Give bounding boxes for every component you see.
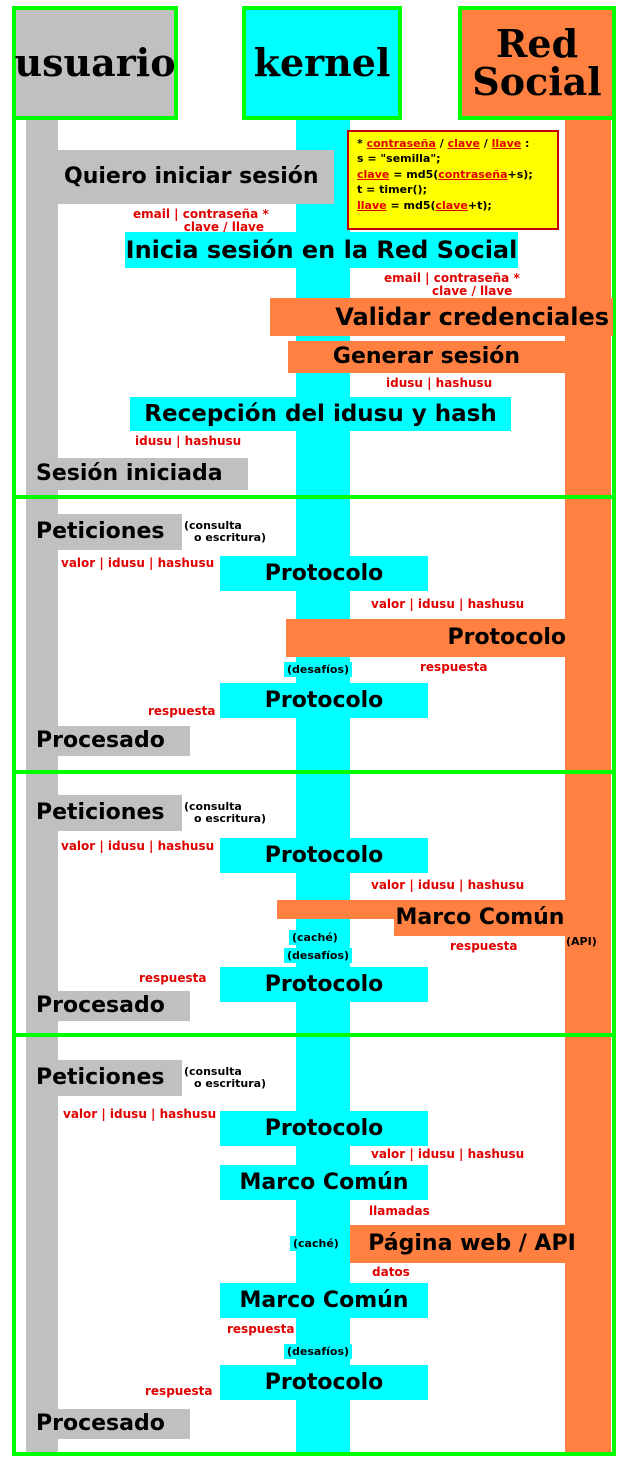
response-label-s4-2: respuesta	[145, 1384, 213, 1398]
section-divider-3	[12, 1033, 616, 1037]
challenges-tag-s3: (desafíos)	[284, 948, 353, 963]
requests-step-s3: Peticiones	[30, 795, 182, 831]
protocol-step-s2-3: Protocolo	[220, 683, 428, 718]
protocol-step-s2-1: Protocolo	[220, 556, 428, 591]
generate-session-step: Generar sesión	[288, 341, 565, 373]
data-label-s4: datos	[372, 1265, 410, 1279]
webpage-api-step-s4: Página web / API	[350, 1225, 594, 1263]
framework-step-s4-2: Marco Común	[220, 1283, 428, 1318]
note-line-3: clave = md5(contraseña+s);	[357, 167, 533, 181]
social-lane-header: Red Social	[458, 6, 616, 120]
cache-tag-s4: (caché)	[290, 1236, 342, 1251]
protocol-step-s3-1: Protocolo	[220, 838, 428, 873]
challenges-tag-s4: (desafíos)	[284, 1344, 353, 1359]
social-lane-title-line2: Social	[472, 59, 602, 104]
processed-step-s2: Procesado	[30, 726, 190, 756]
user-lane-stripe	[26, 120, 58, 1455]
social-lane-title-line1: Red	[495, 21, 579, 66]
note-line-1: * contraseña / clave / llave :	[357, 137, 530, 150]
diagram-frame-right	[612, 116, 616, 1456]
processed-step-s4: Procesado	[30, 1409, 190, 1439]
validate-credentials-step: Validar credenciales	[270, 298, 613, 336]
user-lane-title: usuario	[14, 40, 176, 85]
session-id-label-1: idusu | hashusu	[386, 376, 493, 390]
response-label-s2-2: respuesta	[148, 704, 216, 718]
kernel-lane-header: kernel	[242, 6, 402, 120]
protocol-step-s2-2: Protocolo	[286, 619, 566, 657]
value-label-s2-2: valor | idusu | hashusu	[371, 597, 525, 611]
cache-tag-s3: (caché)	[289, 930, 341, 945]
want-login-step: Quiero iniciar sesión	[58, 150, 334, 204]
note-line-5: llave = md5(clave+t);	[357, 198, 492, 212]
credentials-label-1: email | contraseña * clave / llave	[133, 207, 269, 235]
value-label-s4-2: valor | idusu | hashusu	[371, 1147, 525, 1161]
request-type-note-s2: (consulta o escritura)	[184, 519, 267, 545]
request-type-note-s3: (consulta o escritura)	[184, 800, 267, 826]
response-label-s3-2: respuesta	[139, 971, 207, 985]
diagram-frame-left	[12, 116, 16, 1456]
protocol-step-s4-1: Protocolo	[220, 1111, 428, 1146]
protocol-step-s4-2: Protocolo	[220, 1365, 428, 1400]
note-line-2: s = "semilla";	[357, 152, 441, 166]
framework-step-s4-1: Marco Común	[220, 1165, 428, 1200]
response-label-s4-1: respuesta	[227, 1322, 295, 1336]
session-id-label-2: idusu | hashusu	[135, 434, 242, 448]
calls-label-s4: llamadas	[369, 1204, 430, 1218]
value-label-s3-1: valor | idusu | hashusu	[61, 839, 215, 853]
response-label-s3-1: respuesta	[450, 939, 518, 953]
response-label-s2-1: respuesta	[420, 660, 488, 674]
requests-step-s2: Peticiones	[30, 514, 182, 550]
diagram-frame-bottom	[12, 1452, 616, 1456]
value-label-s3-2: valor | idusu | hashusu	[371, 878, 525, 892]
kernel-lane-title: kernel	[253, 40, 391, 85]
section-divider-2	[12, 770, 616, 774]
credentials-label-2: email | contraseña * clave / llave	[384, 271, 520, 299]
user-lane-header: usuario	[12, 6, 178, 120]
value-label-s2-1: valor | idusu | hashusu	[61, 556, 215, 570]
password-hash-note: * contraseña / clave / llave : s = "semi…	[347, 130, 559, 230]
session-started-step: Sesión iniciada	[30, 458, 248, 490]
request-type-note-s4: (consulta o escritura)	[184, 1065, 267, 1091]
value-label-s4-1: valor | idusu | hashusu	[63, 1107, 217, 1121]
framework-step-s3: Marco Común	[394, 900, 566, 936]
challenges-tag-s2: (desafíos)	[284, 662, 353, 677]
protocol-step-s3-2: Protocolo	[220, 967, 428, 1002]
note-line-4: t = timer();	[357, 183, 427, 197]
section-divider-1	[12, 495, 616, 499]
receive-session-step: Recepción del idusu y hash	[130, 397, 511, 431]
processed-step-s3: Procesado	[30, 991, 190, 1021]
requests-step-s4: Peticiones	[30, 1060, 182, 1096]
start-login-step: Inicia sesión en la Red Social	[125, 232, 518, 268]
api-tag-s3: (API)	[566, 935, 597, 948]
